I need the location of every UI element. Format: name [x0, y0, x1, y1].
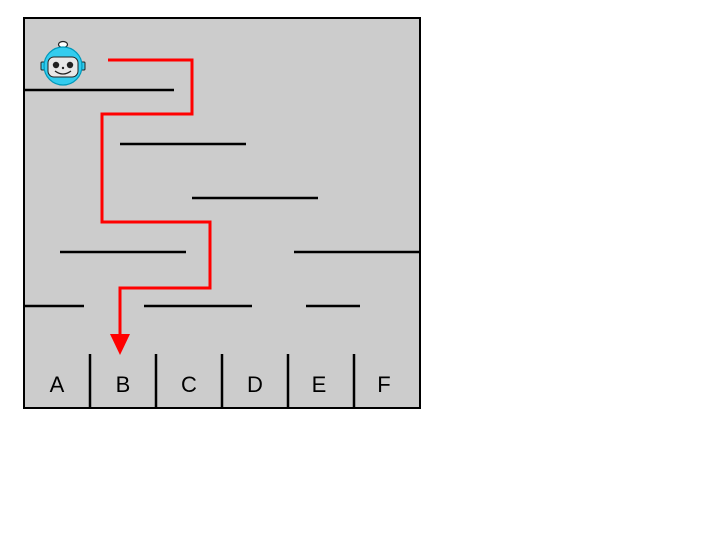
exit-labels: A B C D E F	[50, 372, 391, 397]
path-arrowhead-icon	[110, 334, 130, 355]
exit-label-b: B	[116, 372, 131, 397]
exit-label-f: F	[377, 372, 390, 397]
maze-walls	[24, 88, 420, 308]
robot-icon	[40, 40, 86, 86]
exit-label-a: A	[50, 372, 65, 397]
exit-label-c: C	[181, 372, 197, 397]
exit-label-e: E	[312, 372, 327, 397]
maze-board	[23, 17, 421, 409]
exit-label-d: D	[247, 372, 263, 397]
robot-path	[100, 58, 212, 338]
exit-dividers	[88, 354, 356, 408]
